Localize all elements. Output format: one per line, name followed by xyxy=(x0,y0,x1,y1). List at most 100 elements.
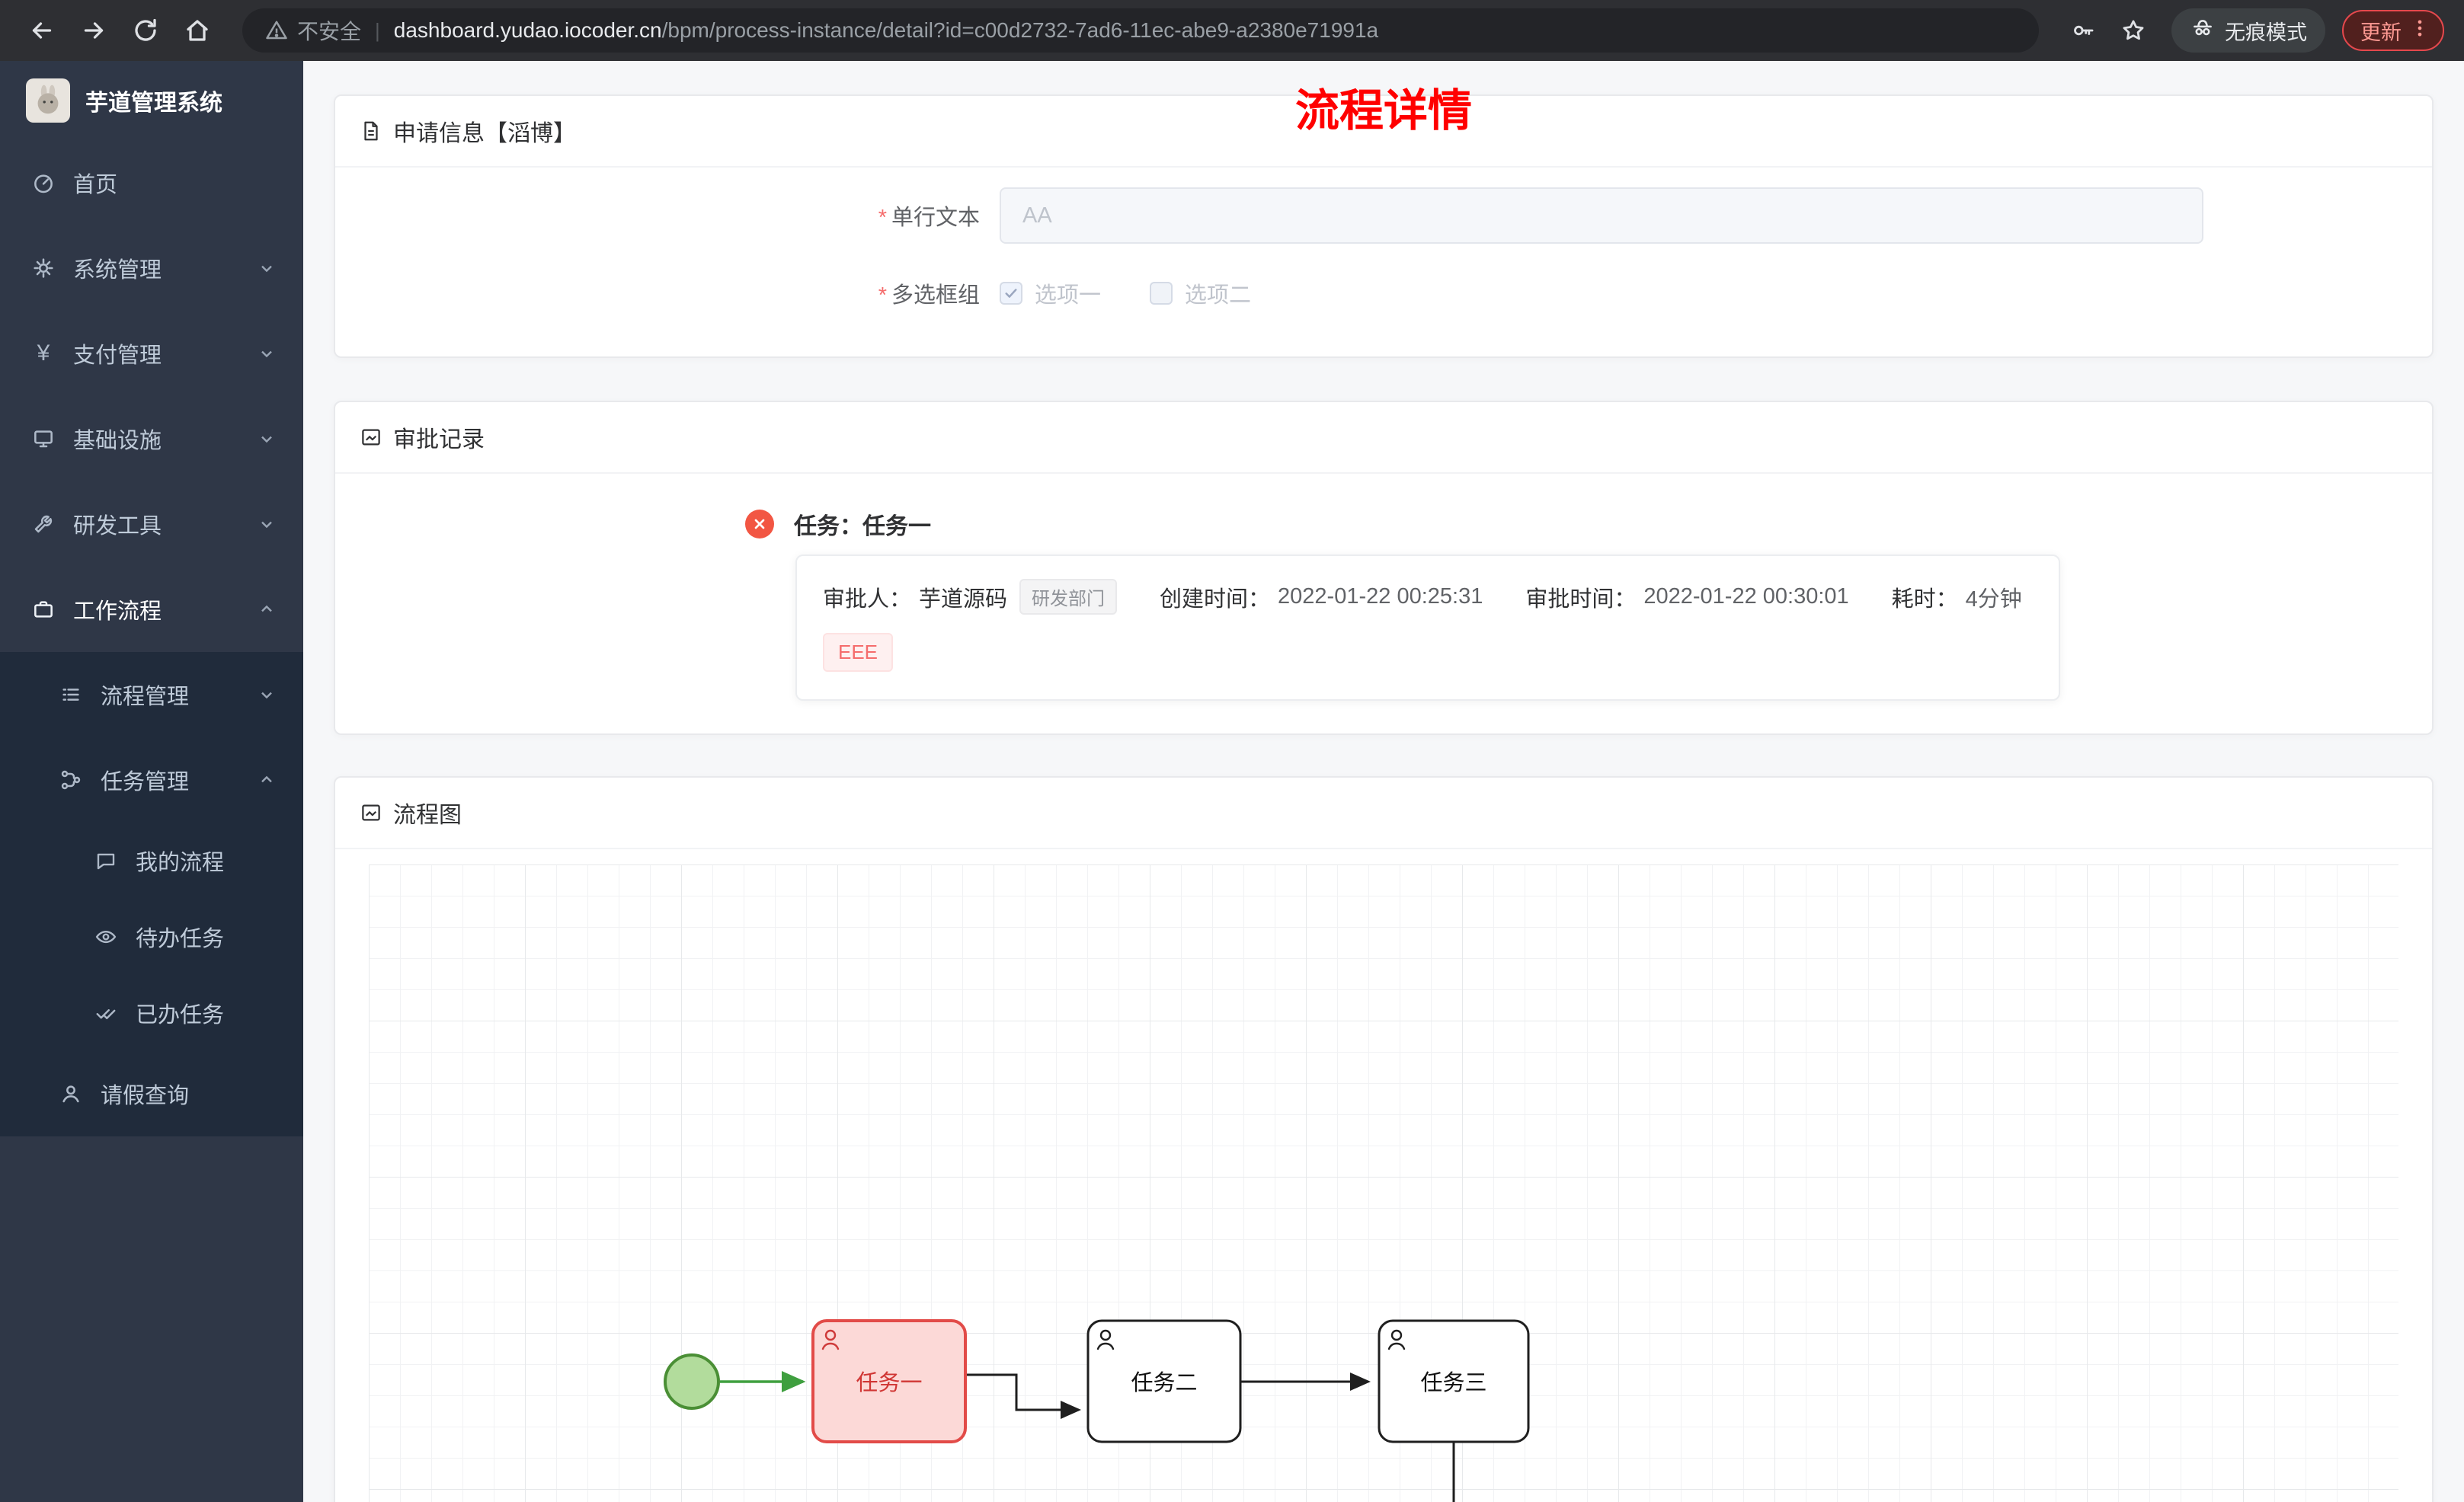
browser-update-button[interactable]: 更新 xyxy=(2342,10,2444,51)
sidebar-item-todo-tasks[interactable]: 待办任务 xyxy=(0,899,303,975)
sidebar-item-label: 请假查询 xyxy=(101,1084,190,1108)
security-label: 不安全 xyxy=(297,20,362,43)
sidebar-item-workflow[interactable]: 工作流程 xyxy=(0,567,303,652)
reason-tag: EEE xyxy=(823,633,894,672)
sidebar-item-devtools[interactable]: 研发工具 xyxy=(0,481,303,567)
user-task-icon xyxy=(821,1329,840,1350)
password-key-icon[interactable] xyxy=(2062,9,2104,52)
sidebar-item-done-tasks[interactable]: 已办任务 xyxy=(0,975,303,1051)
sidebar-item-label: 任务管理 xyxy=(101,770,190,794)
sidebar-item-label: 已办任务 xyxy=(136,1003,225,1027)
kebab-menu-icon[interactable] xyxy=(2409,18,2430,44)
back-button[interactable] xyxy=(20,8,64,53)
checkbox-option-2[interactable]: 选项二 xyxy=(1150,277,1251,309)
document-icon xyxy=(364,121,378,141)
single-line-text-input[interactable] xyxy=(1000,187,2203,244)
bpmn-task-2[interactable]: 任务二 xyxy=(1086,1319,1242,1443)
sidebar: 芋道管理系统 首页 系统管理 ¥ 支付管理 基础设施 研发工具 xyxy=(0,61,303,1502)
form-row-checkbox: *多选框组 选项一 选项二 xyxy=(335,277,2432,309)
checkbox-unchecked-icon xyxy=(1150,282,1173,305)
duration-label: 耗时： xyxy=(1891,586,1958,612)
sidebar-item-label: 首页 xyxy=(73,173,118,197)
approved-field: 审批时间： 2022-01-22 00:30:01 xyxy=(1525,581,1848,613)
sidebar-item-system[interactable]: 系统管理 xyxy=(0,225,303,311)
forward-button[interactable] xyxy=(72,8,116,53)
sidebar-item-my-processes[interactable]: 我的流程 xyxy=(0,823,303,899)
yen-icon: ¥ xyxy=(37,340,50,366)
sidebar-item-infrastructure[interactable]: 基础设施 xyxy=(0,396,303,481)
process-diagram-card: 流程图 xyxy=(334,776,2434,1502)
bpmn-task-1[interactable]: 任务一 xyxy=(811,1319,967,1443)
flow-task1-to-task2 xyxy=(965,1373,1081,1419)
chat-icon xyxy=(93,848,119,874)
sidebar-item-label: 流程管理 xyxy=(101,685,190,709)
task-3-label: 任务三 xyxy=(1420,1370,1486,1395)
application-info-title: 申请信息【滔博】 xyxy=(393,121,576,146)
incognito-badge: 无痕模式 xyxy=(2171,8,2325,53)
monitor-icon xyxy=(30,426,56,452)
sidebar-item-payment[interactable]: ¥ 支付管理 xyxy=(0,311,303,396)
chevron-down-icon xyxy=(258,344,276,363)
dashboard-icon xyxy=(30,170,56,196)
bpmn-start-event[interactable] xyxy=(664,1353,720,1410)
process-diagram-title: 流程图 xyxy=(393,803,462,828)
timeline-task-row: 任务：任务一 xyxy=(745,507,2432,541)
app-title: 芋道管理系统 xyxy=(85,91,222,116)
user-icon xyxy=(58,1081,84,1107)
duration-field: 耗时： 4分钟 xyxy=(1892,581,2022,613)
checkbox-group: 选项一 选项二 xyxy=(1000,277,1251,309)
approver-name: 芋道源码 xyxy=(919,586,1008,612)
created-field: 创建时间： 2022-01-22 00:25:31 xyxy=(1160,581,1483,613)
workflow-submenu: 流程管理 任务管理 我的流程 待办任务 已办任务 xyxy=(0,652,303,1136)
url-domain: dashboard.yudao.iocoder.cn xyxy=(393,18,662,42)
user-task-icon xyxy=(1096,1329,1115,1350)
task-status-error-icon xyxy=(745,510,774,538)
incognito-icon xyxy=(2190,15,2216,46)
chevron-down-icon xyxy=(258,259,276,277)
department-tag: 研发部门 xyxy=(1019,579,1118,615)
bookmark-star-icon[interactable] xyxy=(2112,9,2155,52)
double-check-icon xyxy=(93,1000,119,1026)
approver-field: 审批人： 芋道源码 研发部门 xyxy=(823,579,1118,615)
home-button[interactable] xyxy=(175,8,219,53)
address-bar[interactable]: 不安全 | dashboard.yudao.iocoder.cn/bpm/pro… xyxy=(242,8,2039,53)
branch-icon xyxy=(58,767,84,793)
url-path: /bpm/process-instance/detail?id=c00d2732… xyxy=(661,18,1379,42)
wrench-icon xyxy=(30,511,56,537)
approval-records-header: 审批记录 xyxy=(335,402,2432,474)
duration-value: 4分钟 xyxy=(1965,586,2022,612)
checkbox-group-label: *多选框组 xyxy=(878,283,980,308)
sidebar-item-home[interactable]: 首页 xyxy=(0,140,303,225)
sidebar-item-label: 系统管理 xyxy=(73,258,162,283)
app-logo[interactable]: 芋道管理系统 xyxy=(0,61,303,140)
application-info-header: 申请信息【滔博】 xyxy=(335,96,2432,168)
process-diagram-header: 流程图 xyxy=(335,778,2432,849)
bpmn-task-3[interactable]: 任务三 xyxy=(1378,1319,1530,1443)
user-task-icon xyxy=(1387,1329,1406,1350)
bpmn-canvas[interactable]: 任务一 任务二 xyxy=(369,864,2398,1502)
approved-time: 2022-01-22 00:30:01 xyxy=(1643,584,1849,609)
incognito-label: 无痕模式 xyxy=(2225,21,2307,44)
approved-label: 审批时间： xyxy=(1525,586,1637,612)
created-label: 创建时间： xyxy=(1160,586,1271,612)
approval-records-title: 审批记录 xyxy=(393,427,485,452)
checkbox-checked-icon xyxy=(1000,282,1022,305)
text-field-label: *单行文本 xyxy=(878,206,980,230)
chevron-up-icon xyxy=(258,771,276,789)
records-icon xyxy=(362,429,380,446)
required-asterisk: * xyxy=(878,283,887,308)
eye-icon xyxy=(93,924,119,950)
sidebar-item-label: 待办任务 xyxy=(136,927,225,951)
created-time: 2022-01-22 00:25:31 xyxy=(1278,584,1483,609)
page-title: 流程详情 xyxy=(1294,86,1472,136)
checkbox-option-1[interactable]: 选项一 xyxy=(1000,277,1101,309)
browser-toolbar: 不安全 | dashboard.yudao.iocoder.cn/bpm/pro… xyxy=(0,0,2464,61)
briefcase-icon xyxy=(30,596,56,622)
main-content: 流程详情 申请信息【滔博】 *单行文本 *多选框组 选项一 选项二 xyxy=(303,61,2464,1502)
list-icon xyxy=(58,682,84,708)
required-asterisk: * xyxy=(878,206,887,230)
sidebar-item-process-management[interactable]: 流程管理 xyxy=(0,652,303,737)
sidebar-item-task-management[interactable]: 任务管理 xyxy=(0,737,303,823)
sidebar-item-leave-query[interactable]: 请假查询 xyxy=(0,1051,303,1136)
refresh-button[interactable] xyxy=(123,8,168,53)
